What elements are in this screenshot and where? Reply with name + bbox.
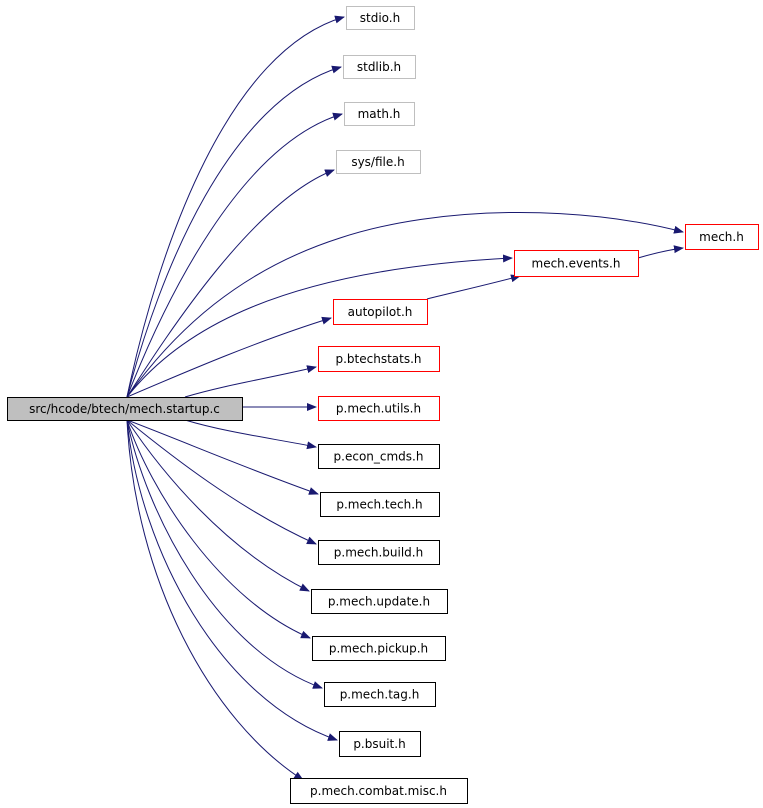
node-box xyxy=(290,778,468,804)
edge-root-to-events xyxy=(126,254,513,398)
node-label: p.mech.utils.h xyxy=(336,402,421,416)
edge-root-to-tag xyxy=(126,419,323,689)
node-build[interactable]: p.mech.build.h xyxy=(318,540,440,565)
node-label: stdio.h xyxy=(360,11,400,25)
edge-events-to-mech xyxy=(637,245,684,259)
edge-root-to-stdlib xyxy=(126,65,342,398)
node-box xyxy=(514,250,639,277)
node-box xyxy=(318,444,440,469)
node-econ[interactable]: p.econ_cmds.h xyxy=(318,444,440,469)
node-label: p.mech.tech.h xyxy=(336,498,422,512)
node-box xyxy=(318,346,440,372)
node-utils[interactable]: p.mech.utils.h xyxy=(318,396,440,421)
node-box xyxy=(318,396,440,421)
node-label: p.econ_cmds.h xyxy=(334,450,424,464)
node-label: src/hcode/btech/mech.startup.c xyxy=(29,402,220,416)
node-box xyxy=(311,589,448,614)
node-tag[interactable]: p.mech.tag.h xyxy=(324,682,436,707)
node-label: math.h xyxy=(358,107,401,121)
edge-autopilot-to-events xyxy=(426,274,521,300)
edge-root-to-update xyxy=(126,419,310,592)
edges-layer xyxy=(126,15,684,781)
node-box xyxy=(344,102,415,126)
node-box xyxy=(7,397,243,421)
edge-root-to-tech xyxy=(126,419,319,495)
node-label: mech.events.h xyxy=(532,257,621,271)
edge-root-to-math xyxy=(126,112,343,398)
node-label: mech.h xyxy=(699,230,744,244)
node-label: p.mech.build.h xyxy=(334,546,423,560)
node-label: p.mech.combat.misc.h xyxy=(310,784,447,798)
edge-root-to-combat xyxy=(126,419,304,781)
node-label: stdlib.h xyxy=(357,60,401,74)
node-sysfile[interactable]: sys/file.h xyxy=(336,150,421,174)
node-stdio[interactable]: stdio.h xyxy=(346,6,415,30)
edge-root-to-pickup xyxy=(126,419,311,639)
node-mech[interactable]: mech.h xyxy=(685,224,759,250)
node-box xyxy=(336,150,421,174)
node-box xyxy=(346,6,415,30)
edge-root-to-stdio xyxy=(126,15,345,398)
node-label: p.btechstats.h xyxy=(335,352,421,366)
node-pickup[interactable]: p.mech.pickup.h xyxy=(312,636,446,661)
edge-root-to-btechstats xyxy=(184,365,317,398)
edge-root-to-mech xyxy=(126,211,684,398)
nodes-layer: src/hcode/btech/mech.startup.c stdio.h std… xyxy=(7,6,759,804)
node-label: p.mech.update.h xyxy=(328,595,430,609)
node-math[interactable]: math.h xyxy=(344,102,415,126)
node-events[interactable]: mech.events.h xyxy=(514,250,639,277)
node-box xyxy=(318,540,440,565)
node-label: autopilot.h xyxy=(348,305,413,319)
node-label: sys/file.h xyxy=(351,155,404,169)
node-box xyxy=(343,55,416,79)
node-box xyxy=(312,636,446,661)
edge-root-to-build xyxy=(126,419,317,545)
edge-root-to-sysfile xyxy=(126,169,335,398)
node-autopilot[interactable]: autopilot.h xyxy=(333,299,428,325)
node-label: p.bsuit.h xyxy=(353,737,405,751)
node-label: p.mech.pickup.h xyxy=(329,642,428,656)
edge-root-to-bsuit xyxy=(126,419,338,741)
node-label: p.mech.tag.h xyxy=(340,688,420,702)
node-box xyxy=(333,299,428,325)
node-box xyxy=(320,492,440,517)
node-box xyxy=(339,731,421,757)
node-bsuit[interactable]: p.bsuit.h xyxy=(339,731,421,757)
node-box xyxy=(324,682,436,707)
edge-root-to-autopilot xyxy=(126,316,332,398)
node-combat[interactable]: p.mech.combat.misc.h xyxy=(290,778,468,804)
node-box xyxy=(685,224,759,250)
node-root: src/hcode/btech/mech.startup.c xyxy=(7,397,243,421)
node-stdlib[interactable]: stdlib.h xyxy=(343,55,416,79)
node-tech[interactable]: p.mech.tech.h xyxy=(320,492,440,517)
node-btechstats[interactable]: p.btechstats.h xyxy=(318,346,440,372)
edge-root-to-econ xyxy=(184,419,317,450)
node-update[interactable]: p.mech.update.h xyxy=(311,589,448,614)
